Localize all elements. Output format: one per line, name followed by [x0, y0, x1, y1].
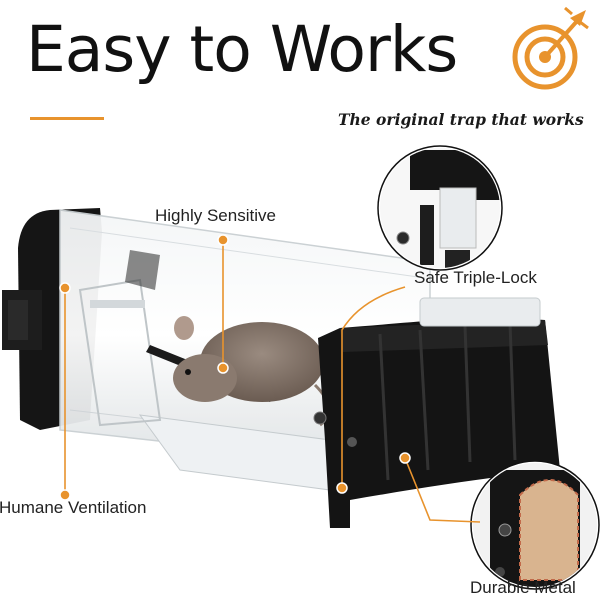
- callout-highly-sensitive: Highly Sensitive: [155, 206, 276, 225]
- callout-safe-triple-lock: Safe Triple-Lock: [414, 268, 537, 287]
- page-title: Easy to Works: [26, 13, 458, 86]
- metal-detail-inset: [470, 460, 600, 590]
- callout-lines: [64, 240, 481, 523]
- lock-detail-inset: [377, 145, 503, 271]
- target-arrow-icon: [512, 6, 589, 90]
- callout-humane-ventilation: Humane Ventilation: [0, 498, 147, 517]
- callout-dots: [59, 234, 411, 501]
- tagline: The original trap that works: [338, 110, 584, 129]
- title-underline: [30, 117, 104, 120]
- callout-durable-metal: Durable Metal: [470, 578, 576, 597]
